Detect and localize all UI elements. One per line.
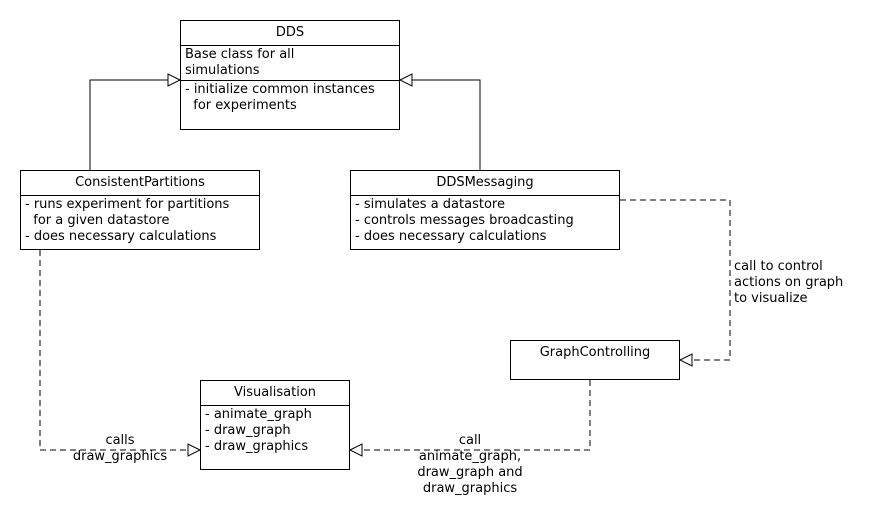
class-graph-controlling-name: GraphControlling	[539, 345, 651, 360]
dependency-edge-graph-to-visualisation	[362, 380, 591, 451]
edge-label-control: call to control actions on graph to visu…	[734, 259, 844, 306]
class-dds-messaging-name: DDSMessaging	[351, 171, 619, 196]
dependency-edge-consistent-to-visualisation	[39, 250, 188, 451]
dependency-edge-messaging-to-graph	[620, 199, 731, 361]
inheritance-arrowhead-dds-left	[167, 73, 182, 87]
class-dds-messaging: DDSMessaging - simulates a datastore - c…	[350, 170, 620, 250]
class-dds-messaging-items: - simulates a datastore - controls messa…	[355, 197, 574, 244]
class-consistent-partitions-items: - runs experiment for partitions for a g…	[25, 197, 230, 244]
dependency-arrowhead-visualisation-left	[187, 443, 202, 457]
class-dds-description: Base class for all simulations	[185, 47, 295, 78]
class-dds: DDS Base class for all simulations - ini…	[180, 20, 400, 130]
dependency-arrowhead-visualisation-right	[348, 443, 363, 457]
class-visualisation-items: - animate_graph - draw_graph - draw_grap…	[205, 407, 312, 454]
edge-label-call: call animate_graph, draw_graph and draw_…	[417, 433, 523, 496]
class-visualisation-name: Visualisation	[201, 381, 349, 406]
dependency-arrowhead-graph-right	[678, 353, 693, 367]
class-dds-name: DDS	[181, 21, 399, 46]
class-consistent-partitions: ConsistentPartitions - runs experiment f…	[20, 170, 260, 250]
class-graph-controlling: GraphControlling	[510, 340, 680, 380]
class-visualisation: Visualisation - animate_graph - draw_gra…	[200, 380, 350, 470]
inheritance-edge-messaging-to-dds	[412, 79, 481, 170]
edge-label-calls: calls draw_graphics	[72, 433, 168, 464]
class-dds-items: - initialize common instances for experi…	[181, 80, 399, 115]
inheritance-edge-consistent-to-dds	[89, 79, 170, 170]
inheritance-arrowhead-dds-right	[398, 73, 413, 87]
class-consistent-partitions-name: ConsistentPartitions	[21, 171, 259, 196]
